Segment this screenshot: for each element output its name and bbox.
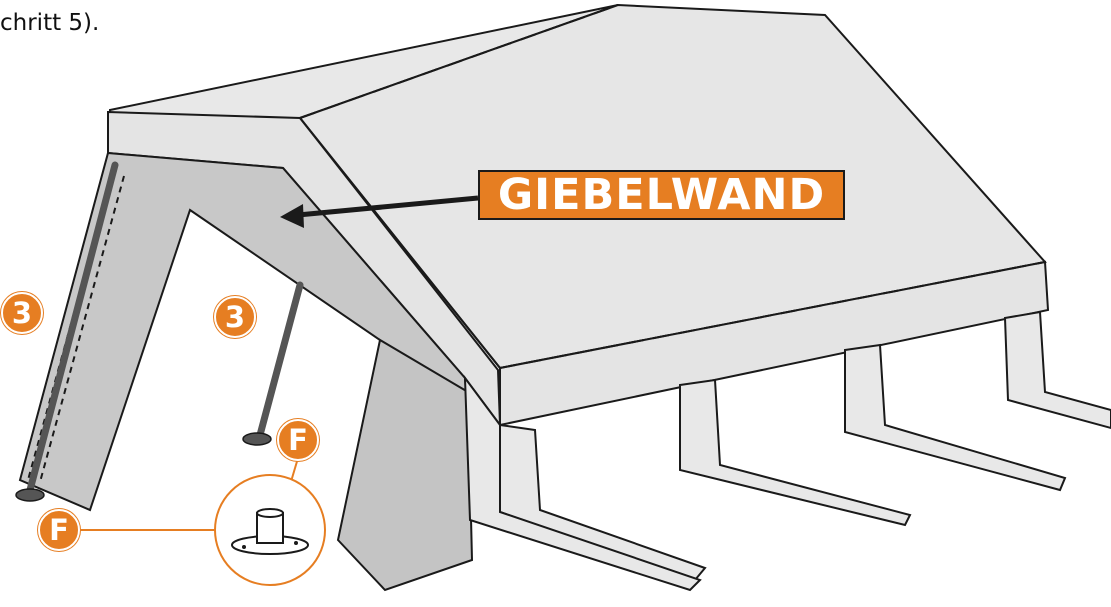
- gable-wall-label: GIEBELWAND: [498, 174, 825, 217]
- step-badge-left: 3: [1, 292, 43, 334]
- pole-foot-plate: [16, 489, 44, 501]
- step-badge-right: 3: [214, 296, 256, 338]
- tent-leg: [1005, 312, 1111, 428]
- foot-badge-left: F: [38, 509, 80, 551]
- gable-wall-callout: GIEBELWAND: [478, 170, 845, 220]
- pole-foot-plate: [243, 433, 271, 445]
- foot-badge-right: F: [277, 419, 319, 461]
- pole-right: [260, 285, 300, 435]
